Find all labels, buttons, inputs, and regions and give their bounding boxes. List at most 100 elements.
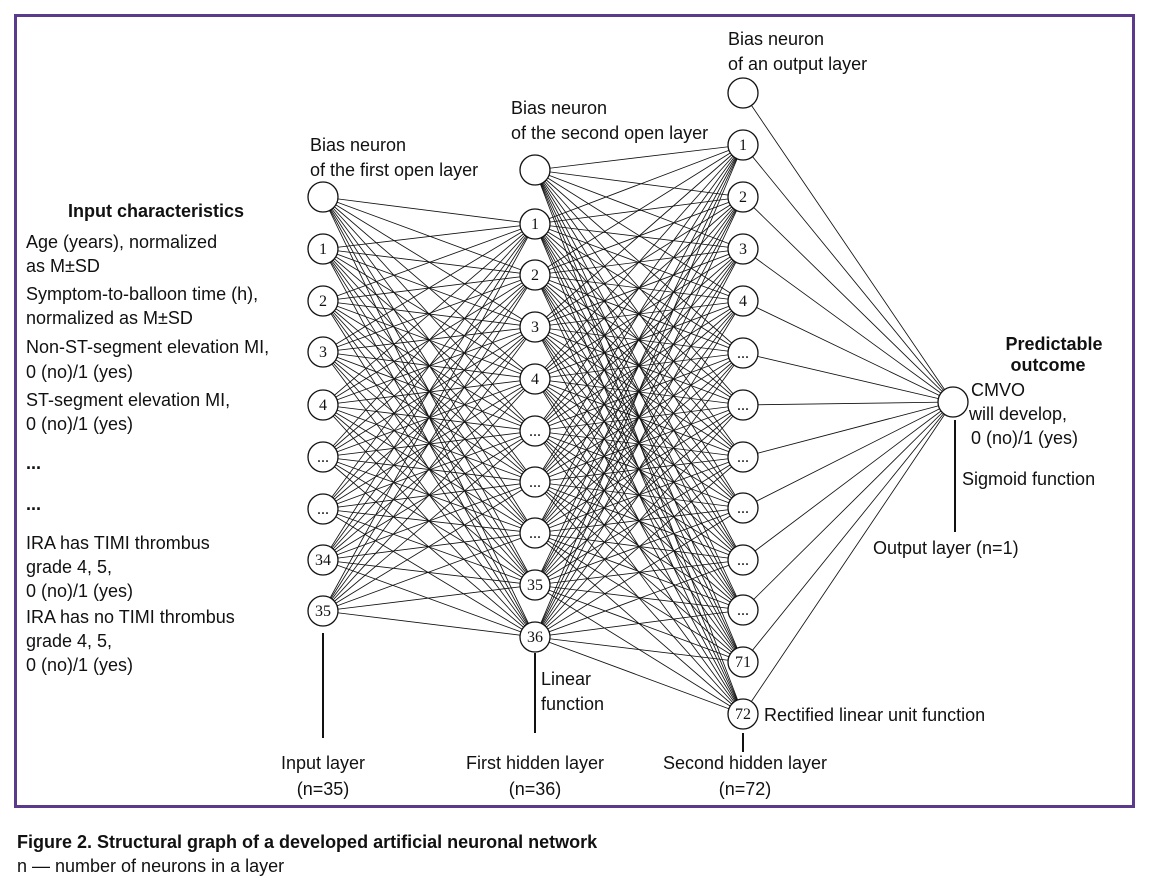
output-outcome-line3: 0 (no)/1 (yes) <box>971 428 1078 448</box>
svg-text:3: 3 <box>319 344 327 361</box>
hidden2-neuron: ... <box>727 544 759 576</box>
input-characteristic-line: grade 4, 5, <box>26 557 112 577</box>
input-characteristic-line: ... <box>26 453 41 473</box>
bias-neuron-input <box>307 181 339 213</box>
hidden2-neuron: 72 <box>727 698 759 730</box>
svg-text:1: 1 <box>739 137 747 154</box>
svg-text:...: ... <box>529 423 541 440</box>
output-heading-line1: Predictable <box>1005 334 1102 354</box>
output-outcome-line2: will develop, <box>968 404 1067 424</box>
output-layer-title: Output layer (n=1) <box>873 538 1019 558</box>
hidden1-neuron: 1 <box>519 208 551 240</box>
svg-text:35: 35 <box>527 577 543 594</box>
hidden2-neuron: 4 <box>727 285 759 317</box>
bias3-label-line2: of an output layer <box>728 54 867 74</box>
svg-text:...: ... <box>737 345 749 362</box>
hidden2-activation: Rectified linear unit function <box>764 705 985 725</box>
input-characteristic-line: ... <box>26 494 41 514</box>
svg-text:71: 71 <box>735 654 751 671</box>
output-activation: Sigmoid function <box>962 469 1095 489</box>
input-characteristic-line: Non-ST-segment elevation MI, <box>26 337 269 357</box>
input-layer-title: Input layer <box>281 753 365 773</box>
hidden2-neuron: ... <box>727 389 759 421</box>
input-characteristic-line: IRA has no TIMI thrombus <box>26 607 235 627</box>
input-characteristics-list: Age (years), normalized as M±SD Symptom-to… <box>26 232 269 675</box>
output-neuron <box>937 386 969 418</box>
bias1-label-line1: Bias neuron <box>310 135 406 155</box>
hidden1-activation-line1: Linear <box>541 669 591 689</box>
svg-text:3: 3 <box>739 241 747 258</box>
input-characteristics-panel: Input characteristics Age (years), norma… <box>26 201 269 675</box>
input-characteristic-line: as M±SD <box>26 256 100 276</box>
svg-text:36: 36 <box>527 629 543 646</box>
figure-caption-title: Figure 2. Structural graph of a develope… <box>17 832 598 852</box>
svg-text:2: 2 <box>739 189 747 206</box>
hidden1-neuron: 3 <box>519 311 551 343</box>
hidden2-neuron: ... <box>727 492 759 524</box>
hidden2-neuron: ... <box>727 337 759 369</box>
bias-neuron-hidden2 <box>727 77 759 109</box>
svg-text:...: ... <box>317 449 329 466</box>
svg-text:72: 72 <box>735 706 751 723</box>
hidden1-neuron: 35 <box>519 569 551 601</box>
hidden2-neuron: 3 <box>727 233 759 265</box>
input-characteristic-line: Age (years), normalized <box>26 232 217 252</box>
bias1-label-line2: of the first open layer <box>310 160 478 180</box>
bias-neuron-hidden1 <box>519 154 551 186</box>
input-characteristic-line: 0 (no)/1 (yes) <box>26 414 133 434</box>
svg-text:4: 4 <box>739 293 747 310</box>
svg-text:3: 3 <box>531 319 539 336</box>
input-neuron: 34 <box>307 544 339 576</box>
hidden2-neuron: 1 <box>727 129 759 161</box>
bias2-label-line2: of the second open layer <box>511 123 708 143</box>
svg-text:1: 1 <box>319 241 327 258</box>
input-characteristic-line: normalized as M±SD <box>26 308 193 328</box>
input-characteristics-heading: Input characteristics <box>68 201 244 221</box>
leader-lines <box>322 420 956 752</box>
input-characteristic-line: 0 (no)/1 (yes) <box>26 362 133 382</box>
neurons: 1234......34351234.........35361234.....… <box>307 77 969 730</box>
hidden1-neuron: ... <box>519 517 551 549</box>
hidden1-neuron: 4 <box>519 363 551 395</box>
input-neuron: 4 <box>307 389 339 421</box>
hidden1-activation-line2: function <box>541 694 604 714</box>
input-characteristic-line: grade 4, 5, <box>26 631 112 651</box>
hidden2-neuron: ... <box>727 441 759 473</box>
hidden2-layer-title: Second hidden layer <box>663 753 827 773</box>
input-neuron: ... <box>307 493 339 525</box>
hidden2-layer-count: (n=72) <box>719 779 772 799</box>
svg-text:...: ... <box>737 602 749 619</box>
hidden1-layer-title: First hidden layer <box>466 753 604 773</box>
svg-text:2: 2 <box>319 293 327 310</box>
input-neuron: ... <box>307 441 339 473</box>
svg-text:...: ... <box>737 552 749 569</box>
input-layer-count: (n=35) <box>297 779 350 799</box>
input-neuron: 35 <box>307 595 339 627</box>
svg-text:34: 34 <box>315 552 331 569</box>
hidden1-neuron: 2 <box>519 259 551 291</box>
hidden2-neuron: ... <box>727 594 759 626</box>
svg-text:2: 2 <box>531 267 539 284</box>
svg-text:...: ... <box>737 500 749 517</box>
input-neuron: 1 <box>307 233 339 265</box>
bias2-label-line1: Bias neuron <box>511 98 607 118</box>
connections <box>322 92 954 715</box>
figure-frame <box>14 14 1135 808</box>
figure-caption-note: n — number of neurons in a layer <box>17 856 285 876</box>
input-characteristic-line: IRA has TIMI thrombus <box>26 533 210 553</box>
input-characteristic-line: Symptom-to-balloon time (h), <box>26 284 258 304</box>
input-characteristic-line: 0 (no)/1 (yes) <box>26 581 133 601</box>
output-outcome-line1: CMVO <box>971 380 1025 400</box>
hidden1-neuron: ... <box>519 466 551 498</box>
input-characteristic-line: ST-segment elevation MI, <box>26 390 230 410</box>
input-neuron: 3 <box>307 336 339 368</box>
svg-text:...: ... <box>737 397 749 414</box>
svg-text:...: ... <box>529 474 541 491</box>
svg-text:...: ... <box>529 525 541 542</box>
svg-text:1: 1 <box>531 216 539 233</box>
hidden1-neuron: 36 <box>519 621 551 653</box>
input-characteristic-line: 0 (no)/1 (yes) <box>26 655 133 675</box>
svg-text:35: 35 <box>315 603 331 620</box>
hidden1-neuron: ... <box>519 415 551 447</box>
